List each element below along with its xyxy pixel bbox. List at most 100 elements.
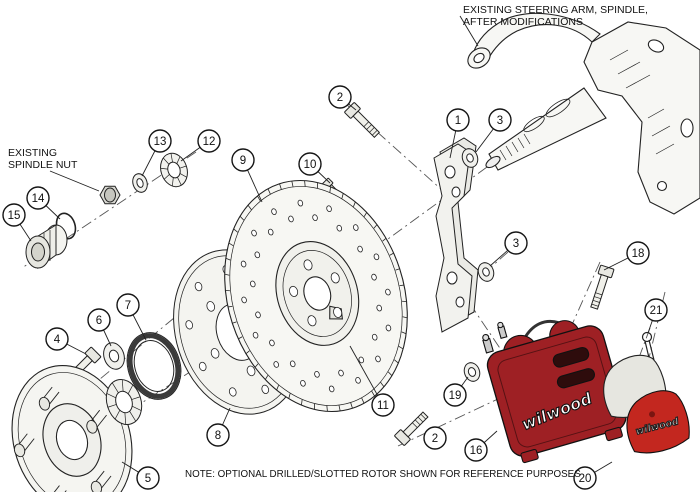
rotor-drill-hole [297, 199, 304, 207]
rotor-drill-hole [252, 331, 259, 339]
callout-6: 6 [87, 308, 111, 332]
rotor-edge-tick [314, 403, 315, 410]
rotor-edge-tick [338, 405, 341, 412]
bridge-slot [552, 346, 590, 368]
callout-10: 10 [298, 152, 322, 176]
plate-stud-hole [210, 348, 220, 359]
rotor-edge-tick [245, 350, 250, 355]
bearing-roller [131, 405, 142, 411]
callout-16: 16 [464, 438, 488, 462]
callout-8: 8 [206, 423, 230, 447]
svg-text:6: 6 [96, 315, 102, 327]
rotor-drill-hole [255, 311, 261, 319]
bearing-roller [124, 412, 127, 425]
rotor-edge-tick [238, 336, 243, 340]
svg-text:3: 3 [497, 115, 503, 127]
rotor-drill-hole [271, 208, 277, 215]
arm-boss-hole [473, 52, 485, 64]
rotor-drill-hole [273, 361, 279, 368]
rotor-drill-hole [338, 369, 344, 377]
bleed-screw [497, 321, 504, 329]
rotor-drill-hole [254, 251, 261, 259]
rotor-edge-tick [225, 290, 230, 292]
washer-19 [463, 362, 481, 382]
plate-hole [185, 320, 194, 330]
svg-text:10: 10 [304, 159, 317, 171]
steering-knuckle [467, 12, 700, 215]
callout-4: 4 [45, 327, 69, 351]
svg-text:8: 8 [215, 430, 221, 442]
rotor-edge-tick [402, 300, 407, 302]
bearing-roller [127, 384, 134, 395]
hat-bolt-hole [330, 272, 340, 284]
svg-text:4: 4 [54, 334, 61, 346]
mount-bolt-bottom [394, 411, 429, 446]
bearing-roller [172, 177, 174, 187]
washer-3-top [461, 148, 479, 168]
rotor-edge-tick [399, 284, 405, 286]
svg-text:9: 9 [240, 155, 246, 167]
svg-text:13: 13 [154, 136, 167, 148]
rotor-edge-tick [361, 397, 365, 404]
spindle-nut-label-line2: SPINDLE NUT [8, 159, 78, 171]
hat-bolt-hole [333, 306, 343, 318]
rotor-edge-tick [247, 204, 252, 210]
shaft-tip [485, 155, 501, 169]
svg-text:19: 19 [449, 390, 462, 402]
bolt-axis-bottom [397, 397, 501, 447]
rotor-edge-tick [380, 382, 385, 388]
rotor-edge-tick [257, 195, 261, 202]
wheel-stud-end [13, 443, 26, 458]
svg-text:12: 12 [203, 136, 216, 148]
wheel-stud-end [86, 419, 98, 434]
rotor-edge-tick [341, 193, 344, 199]
rotor-edge-tick [291, 180, 294, 187]
shaft-threads [499, 133, 531, 161]
rotor-edge-tick [225, 257, 231, 261]
bearing-roller [179, 173, 188, 178]
rotor-drill-hole [267, 228, 274, 236]
rotor-drill-hole [288, 215, 294, 223]
bearing-roller [163, 157, 170, 165]
steering-label-line1: EXISTING STEERING ARM, SPINDLE, [463, 4, 648, 16]
rotor-edge-tick [227, 306, 233, 308]
rotor-edge-tick [276, 385, 279, 391]
rotor-edge-tick [373, 224, 378, 229]
bearing-roller [107, 404, 117, 408]
rotor-drill-hole [385, 288, 391, 296]
rotor-edge-tick [389, 252, 394, 256]
spindle-nut-label-line1: EXISTING [8, 147, 57, 159]
plate-stud-hole [246, 365, 256, 377]
rotor-drill-hole [251, 229, 257, 237]
outer-bearing-12 [160, 152, 188, 188]
dust-cap-15 [25, 224, 68, 269]
text-labels: EXISTING STEERING ARM, SPINDLE, AFTER MO… [8, 4, 648, 480]
rotor-edge-tick [402, 316, 408, 319]
svg-text:14: 14 [32, 193, 45, 205]
callout-5: 5 [136, 466, 160, 490]
hat-bolt-hole [303, 259, 313, 271]
knuckle-hole [656, 180, 668, 192]
rotor-edge-tick [393, 359, 399, 364]
shaft-step [545, 98, 571, 118]
rotor-edge-tick [395, 268, 400, 271]
rotor-edge-tick [224, 273, 230, 276]
callout-15: 15 [2, 203, 26, 227]
bearing-roller [170, 153, 173, 163]
svg-text:16: 16 [470, 445, 483, 457]
bracket-hole [451, 186, 461, 198]
bridge-slot [556, 368, 595, 389]
rotor-drill-hole [328, 385, 335, 393]
svg-text:18: 18 [632, 248, 645, 260]
bearing-roller [111, 382, 119, 393]
rotor-edge-tick [353, 201, 356, 207]
rotor-edge-tick [232, 321, 237, 324]
bracket-hole [444, 165, 456, 179]
bearing-roller [129, 411, 137, 422]
rotor-drill-hole [336, 224, 343, 232]
crossover-tube [522, 319, 560, 340]
rotor-drill-hole [376, 304, 382, 312]
pad-backing-plate [626, 390, 690, 454]
steering-label-line2: AFTER MODIFICATIONS [463, 16, 583, 28]
